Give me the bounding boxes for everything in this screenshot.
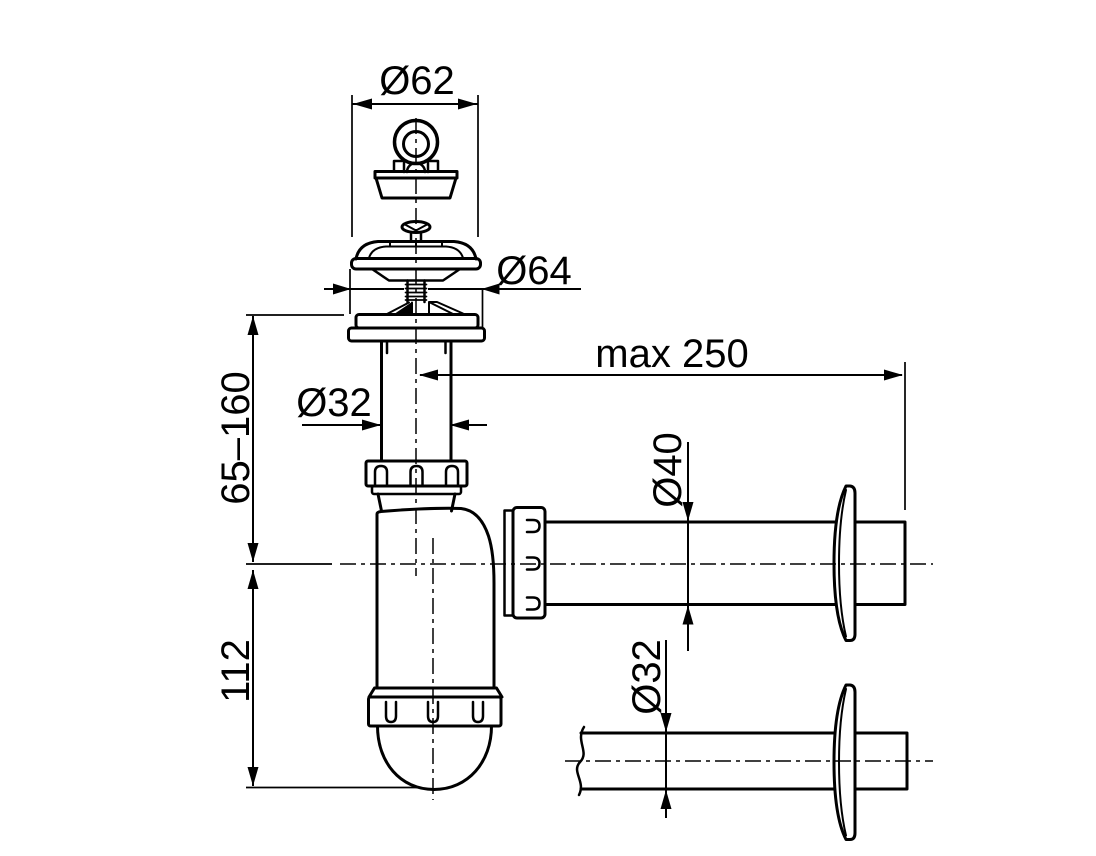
arrow-down-icon xyxy=(247,767,259,786)
outlet-nut-notch xyxy=(525,518,541,534)
trap-cup xyxy=(376,724,493,791)
alt-pipe-break-line xyxy=(575,725,586,797)
alt-wall-flange-outline xyxy=(832,683,857,841)
outlet-union-nut xyxy=(503,506,547,620)
wall-flange-inner xyxy=(838,489,847,638)
dimension-label-inlet-pipe-diameter: Ø32 xyxy=(296,381,372,425)
cup-dome xyxy=(376,724,493,791)
dim-inlet-pipe-diameter: Ø32 xyxy=(296,381,487,431)
plug-body xyxy=(374,176,458,200)
dim-wall-pipe-diameter: Ø32 xyxy=(625,639,672,818)
bracket-column xyxy=(411,301,430,315)
arrow-left-icon xyxy=(481,283,500,295)
arrow-up-icon xyxy=(660,790,672,809)
arrow-right-icon xyxy=(362,419,381,431)
dimension-label-trap-body-height: 112 xyxy=(214,639,258,703)
outlet-nut-body xyxy=(511,506,547,620)
dimension-label-wall-pipe-diameter: Ø32 xyxy=(625,639,669,715)
flange-upper-band xyxy=(354,313,480,330)
outlet-nut-notch xyxy=(525,596,541,611)
arrow-left-icon xyxy=(353,98,372,110)
dimension-label-plug-diameter: Ø62 xyxy=(379,59,455,103)
plug-ring-tabs xyxy=(392,159,440,173)
arrow-left-icon xyxy=(450,419,469,431)
arrow-down-icon xyxy=(247,543,259,562)
nut-slot xyxy=(409,464,424,488)
dim-strainer-flange-diameter: Ø64 xyxy=(324,249,581,329)
extension-lines xyxy=(349,269,484,329)
arrow-right-icon xyxy=(333,283,351,295)
extension-lines xyxy=(351,95,479,237)
dim-plug-diameter: Ø62 xyxy=(351,59,479,237)
screw-stem xyxy=(409,231,423,243)
dimension-label-strainer-flange-diameter: Ø64 xyxy=(496,249,572,293)
bracket-left-wing xyxy=(386,301,410,315)
arrow-right-icon xyxy=(884,369,903,381)
alt-wall-flange xyxy=(832,683,857,841)
inlet-tailpipe xyxy=(380,339,453,463)
centerlines xyxy=(340,118,933,800)
bottom-cup-nut xyxy=(367,695,503,728)
dim-trap-body-height: 112 xyxy=(214,570,420,789)
tailpipe-walls xyxy=(380,339,453,463)
arrow-right-icon xyxy=(458,98,477,110)
dimension-label-outlet-max-length: max 250 xyxy=(595,332,748,376)
dim-outlet-pipe-diameter: Ø40 xyxy=(646,432,694,651)
dim-adjustable-height: 65–160 xyxy=(214,314,344,565)
dim-outlet-max-length: max 250 xyxy=(419,332,906,510)
cup-nut-slot xyxy=(384,700,398,724)
bracket-right-wing xyxy=(428,301,464,316)
arrow-down-icon xyxy=(682,502,694,521)
trap-body xyxy=(367,506,504,699)
tailpipe-neck xyxy=(385,339,447,355)
cup-nut-body xyxy=(367,695,503,728)
dimension-label-outlet-pipe-diameter: Ø40 xyxy=(646,432,690,508)
arrow-left-icon xyxy=(419,369,438,381)
nut-slot xyxy=(444,464,460,488)
arrow-down-icon xyxy=(660,713,672,732)
arrow-up-icon xyxy=(247,316,259,335)
nut-slot xyxy=(373,464,389,488)
alt-wall-flange-inner xyxy=(838,688,847,837)
body-outline xyxy=(375,506,496,690)
cup-nut-slot xyxy=(471,700,485,724)
arrow-up-icon xyxy=(247,570,259,589)
arrow-up-icon xyxy=(682,605,694,625)
clamp-bracket xyxy=(386,301,464,316)
outlet-nut-notch xyxy=(525,556,541,571)
dimension-label-adjustable-height: 65–160 xyxy=(214,371,258,504)
